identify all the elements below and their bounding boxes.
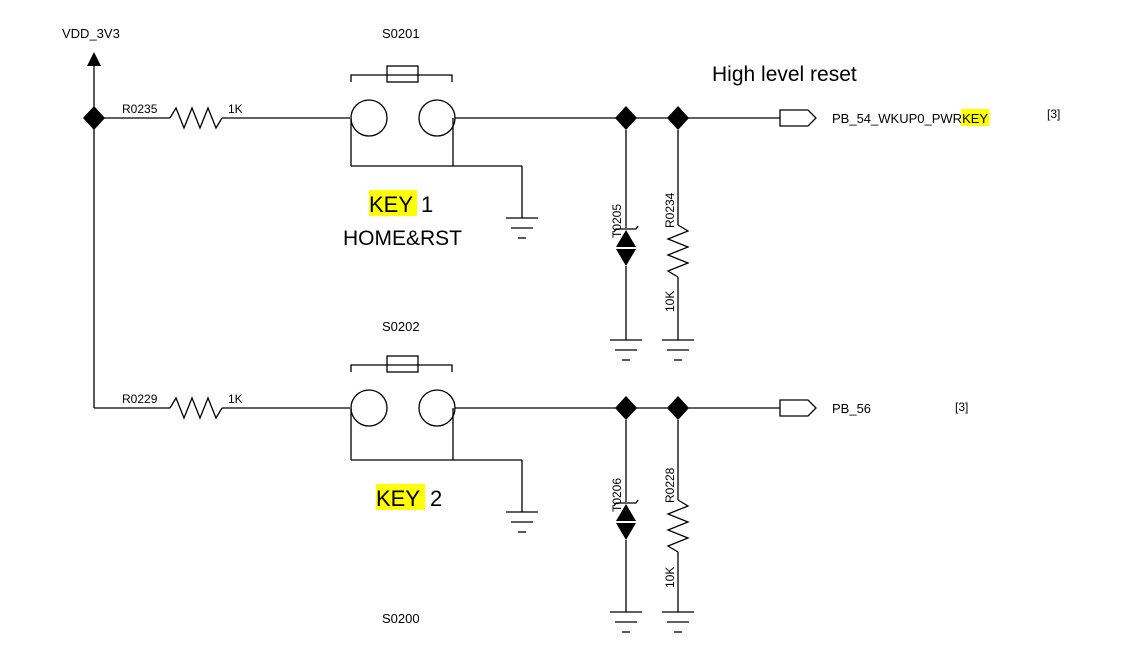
vdd-3v3-power-symbol [87, 52, 101, 408]
t0206-ref: T0206 [610, 478, 624, 512]
resistor-r0229 [169, 396, 223, 420]
key2-number: 2 [430, 486, 442, 511]
s0200-ref: S0200 [382, 611, 420, 626]
port-flag-icon [779, 399, 817, 417]
key2-highlight [376, 484, 425, 510]
s0202-ref: S0202 [382, 319, 420, 334]
r0228-ref: R0228 [663, 467, 677, 503]
tvs-diode-t0206 [613, 420, 639, 612]
junction-dot [615, 106, 637, 130]
pushbutton-s0201 [350, 65, 523, 218]
r0235-ref: R0235 [122, 102, 158, 116]
port-pb54-key-highlight: KEY [962, 111, 988, 126]
port-pb56-sheet: [3] [955, 400, 968, 414]
key1-function: HOME&RST [343, 227, 462, 250]
r0229-ref: R0229 [122, 392, 158, 406]
r0228-value: 10K [663, 567, 677, 588]
high-level-reset-note: High level reset [712, 63, 857, 86]
port-pb54-prefix: PB_54_WKUP0_PWR [832, 111, 962, 126]
r0235-value: 1K [228, 102, 243, 116]
key1-number: 1 [421, 192, 433, 217]
resistor-r0235 [169, 106, 223, 130]
ground-symbol [506, 511, 538, 533]
tvs-diode-t0205 [613, 130, 639, 340]
ground-symbol [610, 611, 642, 633]
ground-symbol [506, 217, 538, 239]
r0234-value: 10K [663, 291, 677, 312]
ground-symbol [662, 611, 694, 633]
port-flag-icon [779, 109, 817, 127]
port-pb54-label: PB_54_WKUP0_PWRKEY [832, 111, 988, 126]
port-key-highlight [961, 109, 990, 126]
key1-word: KEY [369, 192, 413, 217]
junction-dot [667, 396, 689, 420]
port-pb56-label: PB_56 [832, 401, 871, 416]
t0205-ref: T0205 [610, 204, 624, 238]
port-pb54-sheet: [3] [1047, 107, 1060, 121]
vdd-3v3-label: VDD_3V3 [62, 26, 120, 41]
ground-symbol [610, 339, 642, 361]
pushbutton-s0202 [350, 355, 523, 512]
junction-dot [615, 396, 637, 420]
key1-highlight [369, 190, 417, 216]
s0201-ref: S0201 [382, 26, 420, 41]
junction-dot [667, 106, 689, 130]
resistor-r0228 [666, 420, 690, 612]
ground-symbol [662, 339, 694, 361]
key2-word: KEY [376, 486, 420, 511]
resistor-r0234 [666, 130, 690, 340]
r0229-value: 1K [228, 392, 243, 406]
r0234-ref: R0234 [663, 192, 677, 228]
